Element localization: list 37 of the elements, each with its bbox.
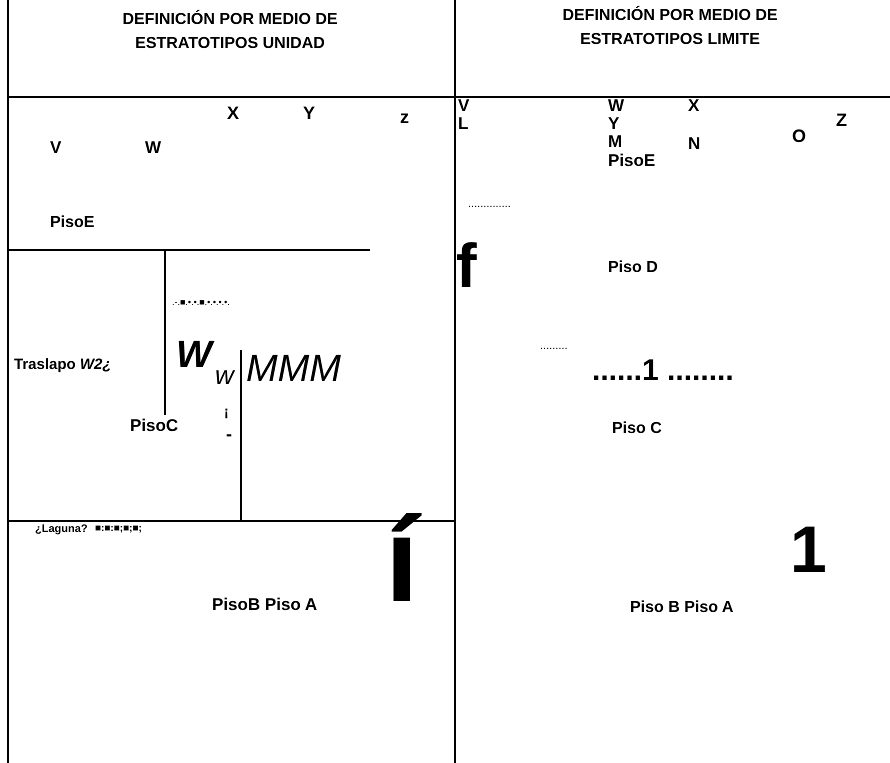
- letter-label: Y: [303, 102, 316, 125]
- letter-label: Z: [836, 110, 847, 130]
- letter-label: W: [608, 96, 624, 116]
- stage-label: PisoE: [50, 213, 94, 233]
- column-heading: DEFINICIÓN POR MEDIO DE ESTRATOTIPOS LIMITE: [561, 4, 779, 50]
- glyph-fragment: 1: [790, 516, 827, 582]
- glyph-fragment: -: [226, 425, 232, 443]
- letter-label: M: [608, 133, 622, 151]
- stage-label: PisoE: [608, 151, 656, 171]
- dotted-pattern: .-.■.•.•.■.•.•.•.•.: [172, 296, 230, 309]
- letter-label: V: [50, 137, 62, 159]
- letter-label: W: [145, 137, 162, 159]
- glyph-fragment: ¡: [224, 404, 229, 418]
- letter-label: N: [688, 135, 700, 153]
- dotted-pattern: ■:■:■;■;■;: [95, 522, 142, 536]
- dotted-pattern: .........: [540, 339, 568, 354]
- stage-label: PisoC: [130, 415, 178, 437]
- letter-label: W: [176, 336, 212, 374]
- letter-label: w: [215, 362, 234, 388]
- gap-label: ¿Laguna?: [35, 522, 88, 537]
- letter-label: X: [688, 96, 700, 116]
- stage-label: Piso C: [612, 419, 662, 439]
- overlap-label: Traslapo W2¿: [14, 355, 112, 375]
- letter-label: L: [458, 115, 468, 133]
- letter-label: Y: [608, 115, 620, 133]
- letter-label: MMM: [246, 350, 341, 388]
- letter-label: O: [792, 127, 806, 145]
- stage-label: Piso D: [608, 258, 658, 278]
- letter-label: V: [458, 96, 470, 116]
- letter-label: X: [227, 102, 240, 125]
- letter-label: z: [400, 106, 409, 129]
- boundary-marker: ......1 ........: [592, 356, 734, 386]
- dotted-pattern: ..............: [468, 197, 511, 212]
- column-heading: DEFINICIÓN POR MEDIO DE ESTRATOTIPOS UNIDAD: [121, 8, 339, 54]
- glyph-fragment: f: [456, 236, 477, 298]
- stage-label: PisoB Piso A: [212, 594, 318, 616]
- stage-label: Piso B Piso A: [630, 598, 734, 618]
